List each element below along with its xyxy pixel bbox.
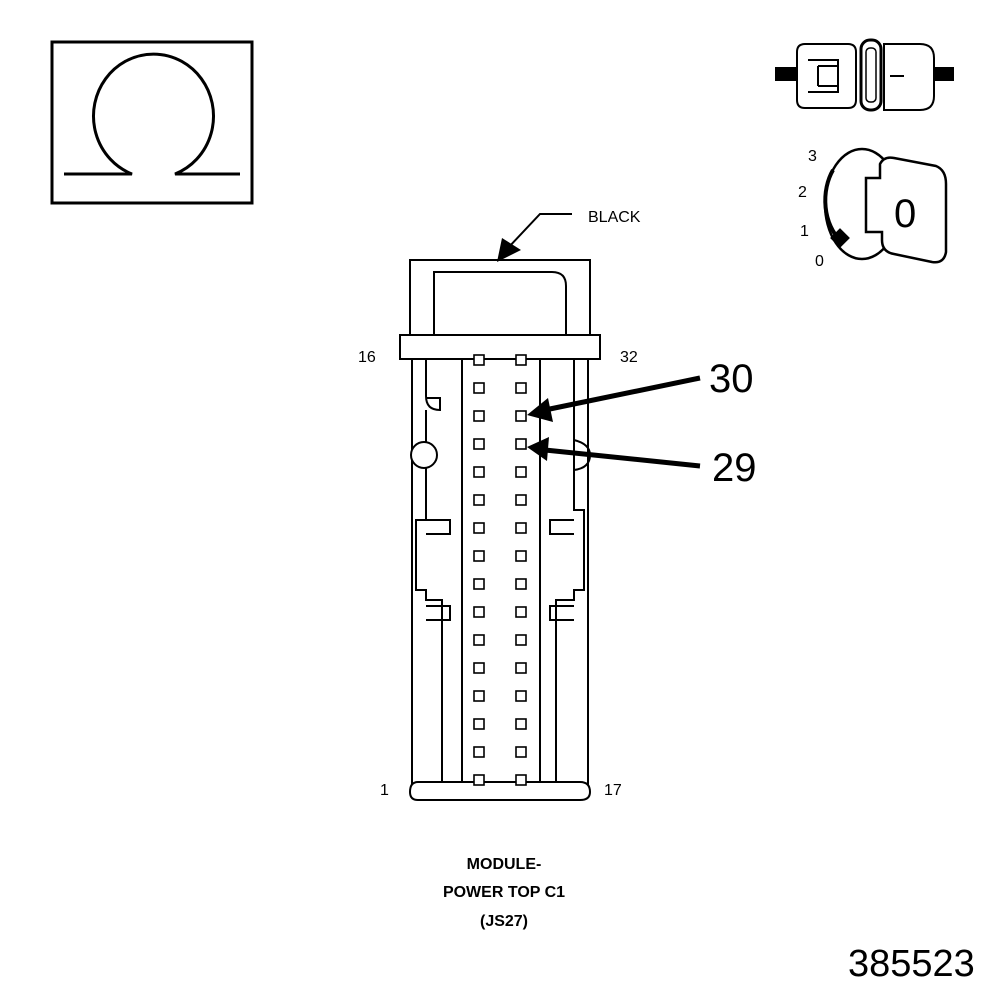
pin-cavity-22 (515, 634, 527, 646)
callout-arrow-29 (527, 437, 701, 469)
pin-cavity-15 (473, 382, 485, 394)
connector-body (399, 259, 601, 801)
connector-name-line1: MODULE- (466, 856, 542, 873)
ignition-key-symbol: 0 (894, 192, 917, 236)
wire-color-leader (497, 213, 572, 262)
pin-cavity-23 (515, 606, 527, 618)
disconnected-connector-icon (775, 38, 954, 112)
pin-cavity-18 (515, 746, 527, 758)
pin-cavity-28 (515, 466, 527, 478)
pin-cavity-12 (473, 466, 485, 478)
pin-cavity-2 (473, 746, 485, 758)
connector-name-line2: POWER TOP C1 (442, 884, 566, 901)
pin-cavity-26 (515, 522, 527, 534)
pin-cavity-1 (473, 774, 485, 786)
ignition-key-icon (823, 147, 948, 264)
pin-cavity-25 (515, 550, 527, 562)
pin-cavity-21 (515, 662, 527, 674)
pin-cavity-7 (473, 606, 485, 618)
callout-arrow-30 (527, 375, 701, 422)
ignition-position-1: 1 (800, 223, 809, 240)
pin-cavity-27 (515, 494, 527, 506)
pin-cavity-4 (473, 690, 485, 702)
pin-cavity-32 (515, 354, 527, 366)
ignition-position-3: 3 (808, 148, 817, 165)
connector-name-line3: (JS27) (479, 913, 529, 930)
pin-cavity-20 (515, 690, 527, 702)
pin-cavity-6 (473, 634, 485, 646)
pin-cavity-31 (515, 382, 527, 394)
pin-cavity-16 (473, 354, 485, 366)
pin-cavity-9 (473, 550, 485, 562)
pin-cavity-3 (473, 718, 485, 730)
pin-label-top-left: 16 (358, 349, 376, 366)
pin-label-bottom-left: 1 (380, 782, 389, 799)
figure-id: 385523 (848, 943, 975, 985)
pin-cavity-19 (515, 718, 527, 730)
pin-cavity-29 (515, 438, 527, 450)
pin-cavity-30 (515, 410, 527, 422)
omega-icon (50, 40, 254, 205)
pin-cavity-14 (473, 410, 485, 422)
pin-cavity-24 (515, 578, 527, 590)
ignition-position-2: 2 (798, 184, 807, 201)
pin-cavity-17 (515, 774, 527, 786)
wire-color-label: BLACK (588, 209, 641, 226)
pin-cavity-13 (473, 438, 485, 450)
ignition-position-0: 0 (815, 253, 824, 270)
pin-grid (473, 354, 527, 786)
callout-label-29: 29 (712, 446, 757, 490)
pin-cavity-11 (473, 494, 485, 506)
pin-label-top-right: 32 (620, 349, 638, 366)
pin-cavity-10 (473, 522, 485, 534)
pin-cavity-5 (473, 662, 485, 674)
pin-cavity-8 (473, 578, 485, 590)
callout-label-30: 30 (709, 357, 754, 401)
pin-label-bottom-right: 17 (604, 782, 622, 799)
